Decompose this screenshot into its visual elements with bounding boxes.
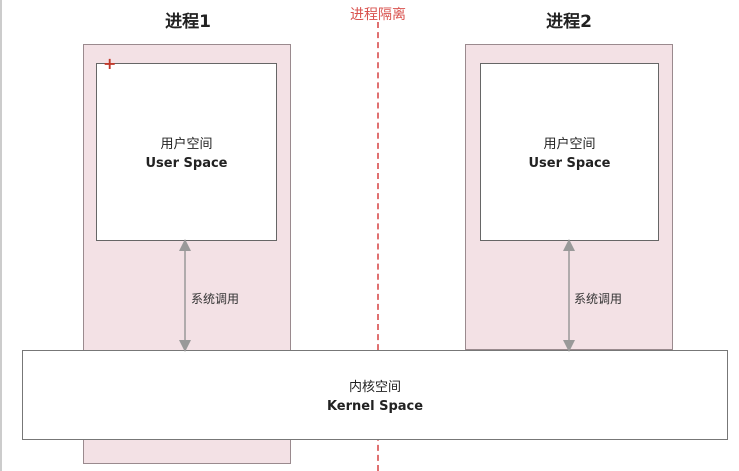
process1-syscall-label: 系统调用: [191, 292, 240, 306]
process2-user-space-cn: 用户空间: [543, 137, 596, 152]
left-edge-line: [0, 0, 2, 471]
process1-user-space-cn: 用户空间: [160, 137, 213, 152]
process-isolation-label: 进程隔离: [350, 7, 406, 23]
kernel-space-cn: 内核空间: [348, 380, 401, 395]
kernel-space-box: 内核空间 Kernel Space: [22, 350, 728, 440]
cursor-crosshair-icon: +: [103, 54, 117, 73]
process1-title: 进程1: [165, 12, 211, 32]
process2-user-space: 用户空间 User Space: [480, 63, 659, 241]
kernel-space-en: Kernel Space: [326, 399, 424, 414]
process2-title: 进程2: [546, 12, 592, 32]
process2-user-space-en: User Space: [528, 156, 611, 171]
process1-user-space-en: User Space: [145, 156, 228, 171]
process2-syscall-label: 系统调用: [574, 292, 623, 306]
process-isolation-divider: [377, 22, 379, 471]
